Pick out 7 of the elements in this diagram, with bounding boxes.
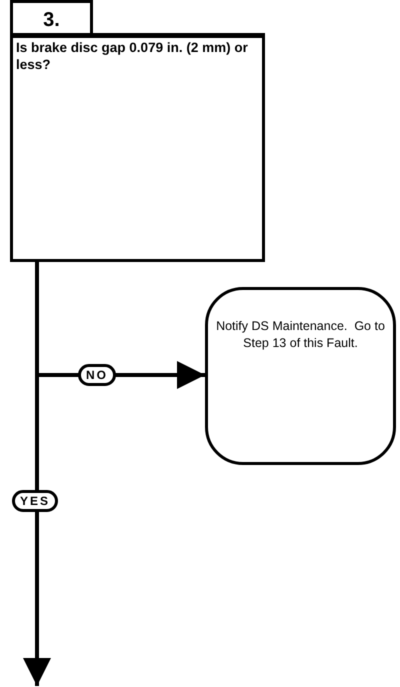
step-number-tab: 3. <box>10 0 93 36</box>
question-text: Is brake disc gap 0.079 in. (2 mm) or less? <box>16 39 249 73</box>
action-terminal <box>205 287 396 465</box>
edge-label: NO <box>78 364 116 386</box>
arrow <box>23 262 51 686</box>
action-text: Notify DS Maintenance. Go to Step 13 of this Fault. <box>216 318 386 352</box>
edge-label: YES <box>12 490 58 512</box>
